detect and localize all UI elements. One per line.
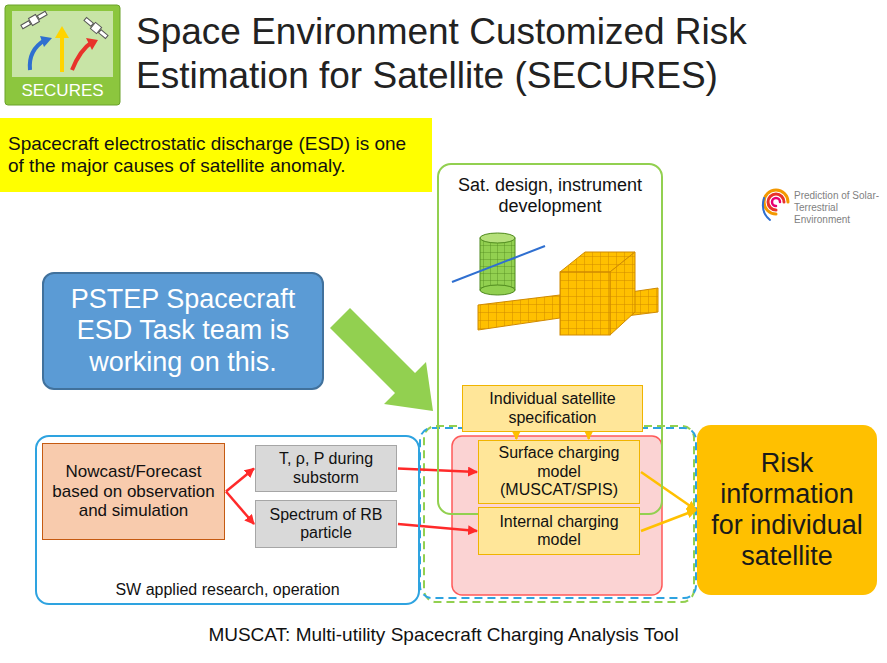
pstep-logo — [763, 190, 788, 220]
process-box: Individual satellite specification — [462, 385, 643, 432]
region-box: SW applied research, operation Nowcast/Fo… — [35, 435, 420, 605]
logo-icon — [5, 5, 120, 105]
node-text: SW applied research, operation — [45, 581, 410, 599]
flow-arrow — [515, 433, 518, 439]
node-text: T, ρ, P during substorm — [260, 450, 392, 487]
flow-arrow — [398, 524, 477, 531]
logo-box: SECURES — [5, 5, 120, 105]
result-box: Risk information for individual satellit… — [697, 425, 877, 595]
process-box: Nowcast/Forecast based on observation an… — [42, 443, 225, 540]
big-arrow — [330, 308, 433, 411]
team-box: PSTEP Spacecraft ESD Task team is workin… — [42, 272, 324, 390]
caption: MUSCAT: Multi-utility Spacecraft Chargin… — [0, 624, 887, 646]
page-title: Space Environment Customized Risk Estima… — [136, 10, 881, 99]
flow-arrow — [226, 469, 254, 492]
node-text: Nowcast/Forecast based on observation an… — [48, 462, 219, 521]
node-text: Internal charging model — [483, 513, 635, 550]
model-box: Internal charging model — [478, 507, 640, 555]
data-box: T, ρ, P during substorm — [255, 445, 397, 492]
satellite-cylinder — [452, 233, 545, 295]
node-text: SECURES — [9, 81, 116, 101]
flow-arrow — [226, 492, 254, 525]
note-box: Spacecraft electrostatic discharge (ESD)… — [0, 118, 432, 192]
model-region — [452, 436, 662, 595]
node-text: Risk information for individual satellit… — [703, 448, 871, 572]
data-box: Spectrum of RB particle — [255, 500, 397, 548]
logo-label: Prediction of Solar-Terrestrial Environm… — [794, 190, 882, 226]
node-text: Spacecraft electrostatic discharge (ESD)… — [8, 133, 424, 177]
node-text: PSTEP Spacecraft ESD Task team is workin… — [54, 284, 312, 377]
flow-arrow — [587, 433, 590, 439]
node-text: Surface charging model (MUSCAT/SPIS) — [483, 444, 635, 499]
node-text: Individual satellite specification — [467, 390, 638, 427]
flow-arrow — [641, 472, 696, 510]
node-text: Spectrum of RB particle — [260, 506, 392, 543]
model-box: Surface charging model (MUSCAT/SPIS) — [478, 440, 640, 504]
dashed-region — [420, 428, 696, 598]
region-box: Sat. design, instrument developmentIndiv… — [437, 163, 663, 515]
node-text: Sat. design, instrument development — [447, 175, 653, 216]
satellite-cube — [478, 252, 658, 335]
